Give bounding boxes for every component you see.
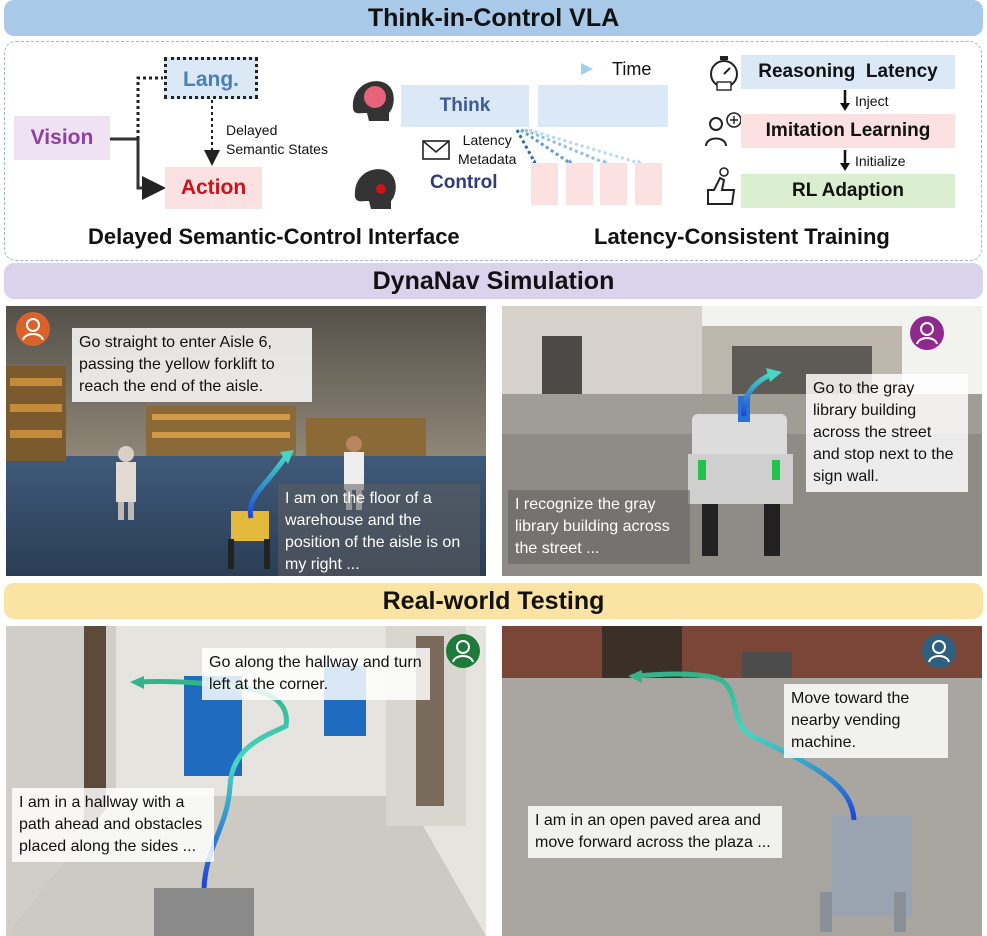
thinking-head-icon <box>352 81 394 121</box>
method-overview-box <box>4 41 982 261</box>
imitation-learning-label: Imitation Learning <box>765 120 931 141</box>
training-icons <box>705 56 742 205</box>
control-slot <box>635 163 662 205</box>
lang-label: Lang. <box>183 68 239 91</box>
user-avatar-icon <box>446 634 480 668</box>
time-label: Time <box>612 59 652 79</box>
real-world-banner: Real-world Testing <box>4 583 983 619</box>
instruction-bubble: Go along the hallway and turn left at th… <box>202 648 430 700</box>
control-head-icon <box>354 169 396 209</box>
interface-connectors <box>110 76 220 200</box>
delayed-line2: Semantic States <box>226 141 328 157</box>
user-avatar-icon <box>910 316 944 350</box>
action-box: Action <box>165 167 262 209</box>
control-slot <box>600 163 627 205</box>
reasoning-latency-label: Reasoning Latency <box>758 61 938 82</box>
real-world-title: Real-world Testing <box>382 587 605 615</box>
envelope-icon <box>422 140 450 160</box>
plaza-illustration <box>502 626 982 936</box>
user-avatar-icon <box>922 634 956 668</box>
reasoning-latency-box: Reasoning Latency <box>741 55 955 89</box>
rl-adaption-label: RL Adaption <box>792 180 904 201</box>
thought-bubble: I am on the floor of a warehouse and the… <box>278 484 480 576</box>
timeline-graphic <box>352 63 643 209</box>
instruction-bubble: Move toward the nearby vending machine. <box>784 684 948 758</box>
thought-bubble: I recognize the gray library building ac… <box>508 490 690 564</box>
vision-label: Vision <box>30 126 94 149</box>
library-scene: Go to the gray library building across t… <box>502 306 982 576</box>
plaza-scene: Move toward the nearby vending machine. … <box>502 626 982 936</box>
latency-line2: Metadata <box>458 151 517 167</box>
think-box-next <box>538 85 668 127</box>
hallway-scene: Go along the hallway and turn left at th… <box>6 626 486 936</box>
action-label: Action <box>180 176 247 199</box>
control-slot <box>566 163 593 205</box>
training-caption: Latency-Consistent Training <box>594 224 890 249</box>
thought-bubble: I am in an open paved area and move forw… <box>528 806 782 858</box>
learning-person-icon <box>705 112 742 147</box>
simulation-banner: DynaNav Simulation <box>4 263 983 299</box>
rl-adaption-box: RL Adaption <box>741 174 955 208</box>
control-slot <box>531 163 558 205</box>
latency-metadata-label: Latency Metadata <box>458 131 516 169</box>
title-banner: Think-in-Control VLA <box>4 0 983 36</box>
simulation-title: DynaNav Simulation <box>372 267 615 295</box>
inject-label: Inject <box>855 93 889 109</box>
delayed-states-label: Delayed Semantic States <box>226 121 328 159</box>
control-label: Control <box>430 172 498 193</box>
stopwatch-icon <box>710 56 738 91</box>
warehouse-scene: Go straight to enter Aisle 6, passing th… <box>6 306 486 576</box>
down-arrow-icon <box>840 150 850 171</box>
think-label: Think <box>439 95 491 116</box>
vision-box: Vision <box>14 116 110 160</box>
down-arrow-icon <box>840 90 850 111</box>
initialize-label: Initialize <box>855 153 906 169</box>
instruction-bubble: Go straight to enter Aisle 6, passing th… <box>72 328 312 402</box>
think-box: Think <box>401 85 529 127</box>
interface-caption: Delayed Semantic-Control Interface <box>88 224 460 249</box>
imitation-learning-box: Imitation Learning <box>741 114 955 148</box>
user-avatar-icon <box>16 312 50 346</box>
latency-line1: Latency <box>462 132 512 148</box>
lang-box: Lang. <box>164 57 258 99</box>
delayed-line1: Delayed <box>226 122 278 138</box>
title-text: Think-in-Control VLA <box>367 4 620 32</box>
thumbs-up-icon <box>707 167 736 205</box>
instruction-bubble: Go to the gray library building across t… <box>806 374 968 492</box>
thought-bubble: I am in a hallway with a path ahead and … <box>12 788 214 862</box>
